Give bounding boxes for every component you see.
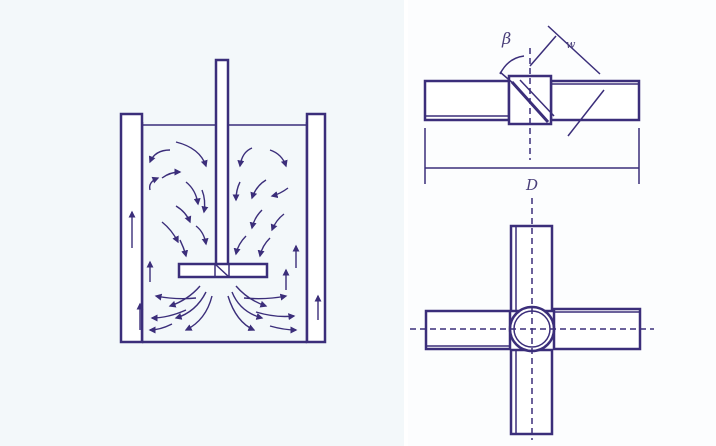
right-baffle: [305, 112, 327, 344]
shaft: [214, 58, 230, 270]
tank-panel: [0, 0, 404, 446]
top-view-left-blade: [424, 309, 512, 351]
top-view-right-blade: [552, 307, 642, 351]
impeller-panel: β w D: [408, 0, 716, 446]
beta-label: β: [501, 29, 511, 48]
w-dimension-line: [547, 25, 601, 75]
beta-angle-arc: [499, 55, 525, 75]
diameter-label: D: [525, 176, 538, 194]
side-view-left-blade: [423, 79, 511, 122]
impeller-diagram: β w D: [410, 25, 654, 440]
flow-arrows: [128, 141, 322, 334]
w-label: w: [566, 38, 576, 51]
tank-diagram: [119, 58, 327, 344]
